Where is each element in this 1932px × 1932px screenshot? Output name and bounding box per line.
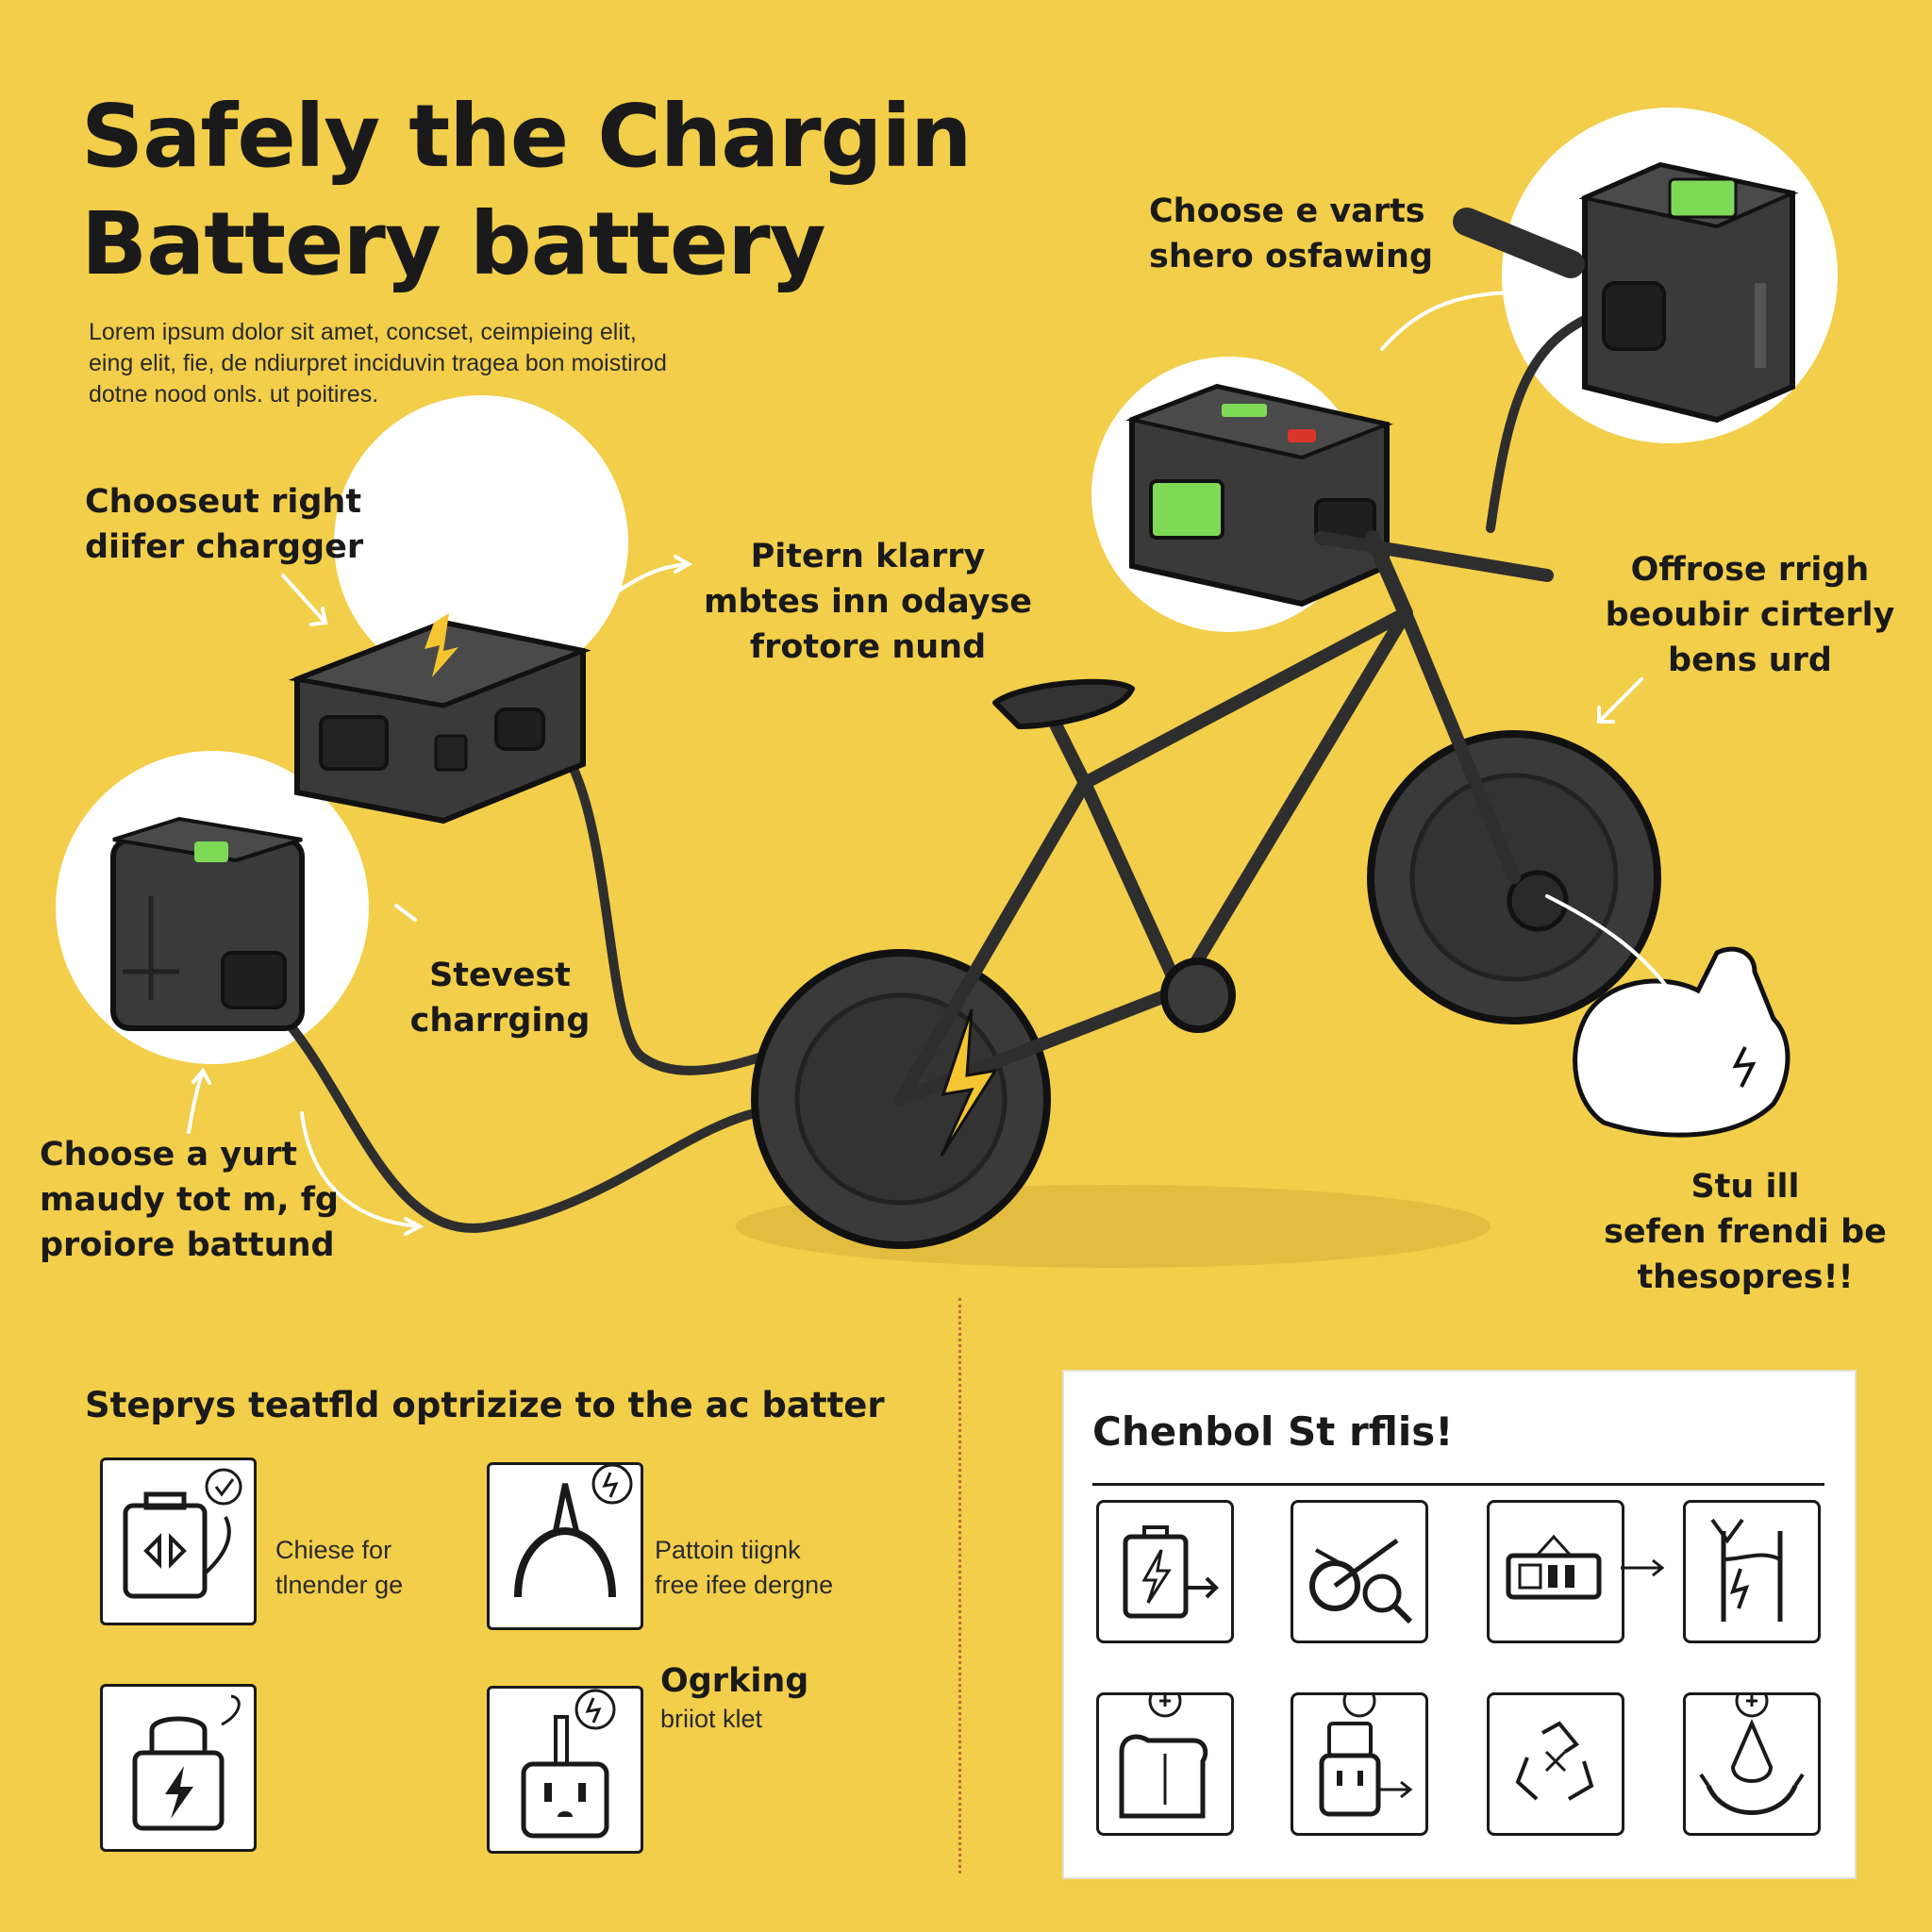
page-title: Safely the Chargin Battery battery: [81, 83, 1024, 298]
callout-right-line-2: beoubir cirterly: [1605, 596, 1895, 634]
callout-bottom-right-line-3: thesopres!!: [1637, 1258, 1854, 1296]
glove-hand: [1573, 946, 1790, 1138]
intro-paragraph: Lorem ipsum dolor sit amet, concset, cei…: [89, 317, 824, 410]
callout-left-upper-line-1: Chooseut right: [85, 483, 362, 521]
checklist-item-5: [1096, 1692, 1234, 1836]
callout-right-line-1: Offrose rrigh: [1630, 551, 1870, 589]
callout-bottom-left: Choose a yurt maudy tot m, fg proiore ba…: [40, 1132, 360, 1268]
callout-center: Pitern klarry mbtes inn odayse frotore n…: [698, 534, 1038, 670]
callout-left-mid: Stevest charrging: [377, 953, 623, 1043]
checklist-rule: [1092, 1483, 1824, 1486]
step-4-title: Ogrking: [660, 1662, 809, 1700]
wall-outlet-icon: [521, 1689, 616, 1839]
arrow-8: [300, 1111, 425, 1236]
checklist-title: Chenbol St rflis!: [1092, 1408, 1454, 1455]
arrow-7: [187, 1067, 211, 1134]
callout-left-upper: Chooseut right diifer chargger: [85, 479, 425, 570]
charger-device-left: [110, 816, 305, 1031]
page-title-line-2: Battery battery: [81, 193, 826, 294]
drop-cycle-icon: [1699, 1695, 1805, 1815]
section-divider: [958, 1298, 961, 1874]
step-4-text: Ogrking briiot klet: [660, 1660, 906, 1737]
battery-pack-top: [1578, 161, 1799, 424]
intro-line-2: eing elit, fie, de ndiurpret inciduvin t…: [89, 350, 667, 376]
step-2-label-line-2: free ifee dergne: [655, 1571, 834, 1599]
callout-bottom-right-line-1: Stu ill: [1690, 1168, 1800, 1206]
checklist-item-1: [1096, 1500, 1234, 1643]
checklist-item-8: [1683, 1692, 1821, 1836]
suitcase-battery-icon: [123, 1468, 242, 1599]
spot-circle-charger-center: [334, 395, 628, 690]
checklist-item-3: [1487, 1500, 1624, 1643]
plug-head-icon: [514, 1465, 633, 1598]
callout-center-line-3: frotore nund: [749, 628, 987, 666]
callout-bottom-left-line-2: maudy tot m, fg: [40, 1181, 339, 1219]
checklist-item-7: [1487, 1692, 1624, 1836]
callout-right: Offrose rrigh beoubir cirterly bens urd: [1594, 547, 1906, 683]
step-1-label: Chiese for tlnender ge: [275, 1533, 483, 1603]
step-1-label-line-2: tlnender ge: [275, 1571, 404, 1599]
bike-display-unit: [1125, 383, 1393, 608]
step-4-box: [487, 1686, 643, 1854]
callout-left-mid-line-2: charrging: [409, 1002, 591, 1040]
arrow-4: [1597, 677, 1643, 724]
steps-heading: Steprys teatfld optrizize to the ac batt…: [85, 1385, 885, 1425]
page-title-line-1: Safely the Chargin: [81, 86, 973, 187]
callout-center-line-1: Pitern klarry: [750, 538, 986, 575]
step-4-label: briiot klet: [660, 1705, 763, 1733]
callout-bottom-right: Stu ill sefen frendi be thesopres!!: [1585, 1164, 1906, 1300]
checklist-item-6: [1291, 1692, 1428, 1836]
charger-device-center: [288, 613, 591, 824]
charger-plug-icon: [1710, 1518, 1783, 1622]
callout-top-right-line-1: Choose e varts: [1149, 192, 1425, 230]
callout-left-mid-line-1: Stevest: [429, 957, 571, 994]
callout-bottom-left-line-1: Choose a yurt: [40, 1136, 297, 1174]
arrow-5: [1545, 894, 1672, 992]
step-2-label: Pattoin tiignk free ifee dergne: [655, 1533, 900, 1603]
recycle-icon: [1515, 1721, 1594, 1801]
battery-arrow-icon: [1123, 1525, 1219, 1619]
step-2-label-line-1: Pattoin tiignk: [655, 1536, 801, 1564]
arrow-2: [611, 555, 693, 596]
lock-bolt-icon: [132, 1694, 241, 1831]
handlebar-grip: [1453, 208, 1585, 278]
hand-battery-icon: [1119, 1695, 1208, 1819]
checklist-arrow-icon: [1619, 1557, 1668, 1579]
step-3-box: [100, 1684, 257, 1852]
checklist-item-4: [1683, 1500, 1821, 1643]
arrow-1: [281, 574, 328, 626]
callout-left-upper-line-2: diifer chargger: [85, 528, 364, 566]
step-1-label-line-1: Chiese for: [275, 1536, 392, 1564]
callout-center-line-2: mbtes inn odayse: [703, 583, 1033, 621]
callout-right-line-3: bens urd: [1668, 641, 1832, 679]
step-1-box: [100, 1457, 257, 1625]
callout-bottom-right-line-2: sefen frendi be: [1604, 1213, 1887, 1251]
intro-line-3: dotne nood onls. ut poitires.: [89, 381, 379, 408]
intro-line-1: Lorem ipsum dolor sit amet, concset, cei…: [89, 319, 637, 345]
outlet-arrow-icon: [1319, 1695, 1413, 1817]
e-bike: [751, 530, 1661, 1249]
arrow-3: [1380, 283, 1524, 351]
cable-top-battery: [1486, 307, 1608, 533]
cable-left-charger: [288, 1024, 759, 1233]
battery-level-icon: [1506, 1534, 1602, 1600]
checklist-item-2: [1291, 1500, 1428, 1643]
step-2-box: [487, 1462, 643, 1630]
callout-top-right-line-2: shero osfawing: [1149, 238, 1434, 275]
callout-bottom-left-line-3: proiore battund: [40, 1226, 335, 1264]
cable-center-charger: [547, 731, 816, 1075]
checklist-panel: Chenbol St rflis!: [1062, 1370, 1857, 1879]
arrow-6: [394, 904, 417, 922]
callout-top-right: Choose e varts shero osfawing: [1149, 189, 1489, 279]
bike-magnifier-icon: [1309, 1538, 1413, 1624]
bolt-on-wheel: [940, 1008, 999, 1157]
